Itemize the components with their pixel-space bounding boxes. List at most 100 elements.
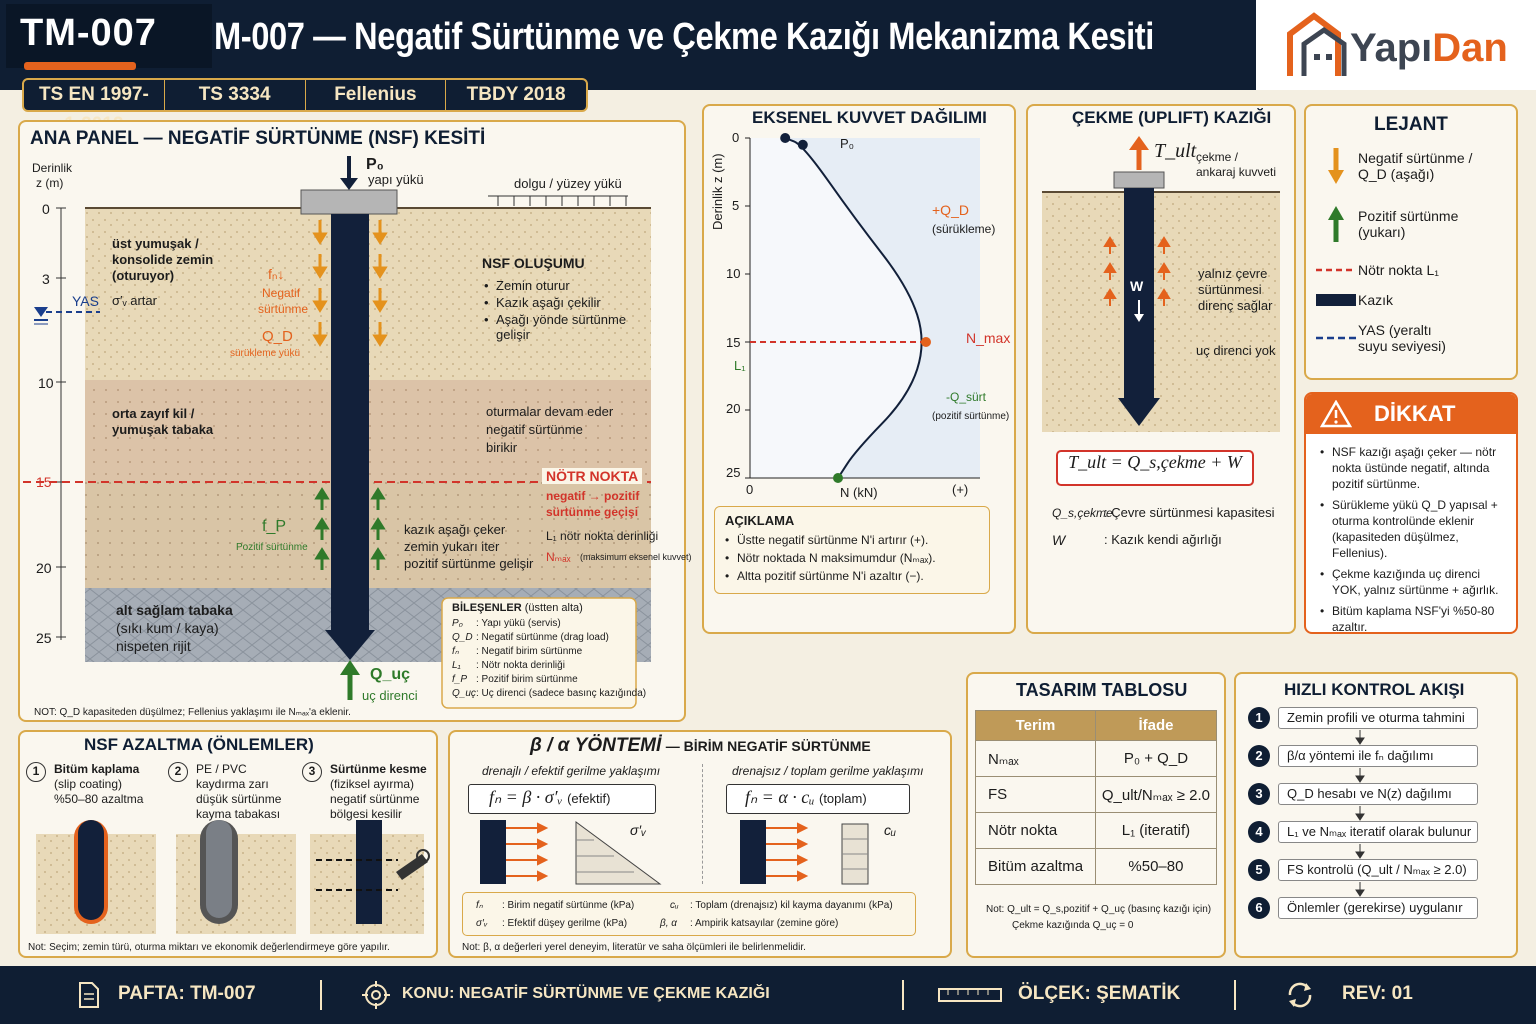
method-def-4-sym: β, α [660, 918, 677, 929]
building-logo-icon [1287, 12, 1347, 76]
mitigation-diagrams [36, 820, 430, 934]
component-symbol: P₀ [452, 618, 463, 629]
qd-sub: sürükleme yükü [230, 348, 301, 359]
tult-label: T_ult [1154, 140, 1197, 162]
target-icon [362, 981, 390, 1009]
method-right-sub: drenajsız / toplam gerilme yaklaşımı [732, 764, 924, 778]
mit3-l1: Sürtünme kesme [330, 762, 427, 776]
fp-sub: Pozitif sürtünme [236, 542, 308, 553]
uplift-def-1: : Çevre sürtünmesi kapasitesi [1104, 505, 1275, 520]
warning-item-4: Bitüm kaplama NSF'yi %50-80 azaltır. [1320, 603, 1508, 632]
design-header-term: Terim [975, 710, 1096, 741]
legend-title: LEJANT [1374, 114, 1448, 135]
pile-tip [325, 630, 375, 660]
blue-dash-icon [1316, 336, 1356, 340]
mit2-l3: düşük sürtünme [196, 792, 282, 806]
legend-neg-1: Negatif sürtünme / [1358, 150, 1473, 166]
p0-label: P₀ [366, 156, 384, 173]
nsf-title: NSF OLUŞUMU [482, 255, 585, 271]
nsf-list: Zemin oturur Kazık aşağı çekilir Aşağı y… [484, 278, 634, 344]
qd-label: Q_D [262, 328, 293, 345]
layer2-right-3: birikir [486, 440, 518, 455]
footer-rev: REV: 01 [1342, 983, 1413, 1004]
footer-divider-3 [1234, 980, 1236, 1010]
fn-sub-2: sürtünme [258, 302, 309, 316]
mitigation-title: NSF AZALTMA (ÖNLEMLER) [84, 735, 314, 754]
standard-1: TS EN 1997-1:2012 [24, 80, 165, 135]
method-formula-left: fₙ = β · σ′ᵥ (efektif) [468, 784, 656, 814]
nmax-label: Nₘₐₓ [546, 550, 571, 564]
legend-water-2: suyu seviyesi) [1358, 338, 1446, 354]
depth-tick-20: 20 [36, 560, 52, 576]
design-r4-expr: %50–80 [1094, 848, 1218, 885]
layer2-right-1: oturmalar devam eder [486, 404, 614, 419]
fn-label: fₙ↓ [268, 266, 285, 282]
axial-exp-1: Üstte negatif sürtünme N'i artırır (+). [725, 532, 979, 548]
warning-panel: DİKKAT NSF kazığı aşağı çeker — nötr nok… [1304, 392, 1518, 634]
component-desc: : Pozitif birim sürtünme [476, 674, 578, 685]
uplift-diagram [1042, 136, 1280, 432]
legend-water-1: YAS (yeraltı [1358, 322, 1432, 338]
layer3-line1: alt sağlam tabaka [116, 602, 233, 618]
component-desc: : Negatif birim sürtünme [476, 646, 583, 657]
axial-fill-area [750, 138, 922, 478]
uplift-text-3: direnç sağlar [1198, 298, 1273, 313]
point-bottom [833, 473, 843, 483]
warning-header: DİKKAT [1306, 394, 1516, 434]
red-dash-icon [1316, 268, 1356, 272]
axial-p0-label: P₀ [840, 136, 855, 151]
design-r2-expr: Q_ult/Nₘₐₓ ≥ 2.0 [1094, 776, 1218, 813]
layer1-line3: (oturuyor) [112, 268, 175, 283]
uplift-title: ÇEKME (UPLIFT) KAZIĞI [1072, 108, 1272, 127]
component-row: Q_uç: Uç direnci (sadece basınç kazığınd… [452, 687, 646, 701]
axial-l1-label: L₁ [734, 358, 746, 373]
components-title: BİLEŞENLER [452, 602, 522, 614]
sheet-code: TM-007 [6, 4, 212, 68]
axial-points [780, 133, 931, 483]
legend-panel [1304, 104, 1518, 380]
flow-step-1-num: 1 [1248, 707, 1270, 729]
axial-ytick-25: 25 [726, 465, 741, 480]
point-p0-b [797, 139, 808, 150]
design-header-expr: İfade [1094, 710, 1218, 741]
axial-qs-label: -Q_sürt [946, 390, 987, 404]
axial-title: EKSENEL KUVVET DAĞILIMI [752, 108, 987, 127]
revision-icon [1288, 982, 1312, 1008]
layer1-line1: üst yumuşak / [112, 236, 199, 251]
uplift-friction-arrows [1103, 236, 1171, 306]
design-r2-term: FS [975, 776, 1096, 813]
method-title: β / α YÖNTEMİ — BİRİM NEGATİF SÜRTÜNME [530, 735, 871, 757]
component-symbol: L₁ [452, 660, 461, 671]
method-formula-right: fₙ = α · cᵤ (toplam) [726, 784, 910, 814]
mitigation-num-1: 1 [26, 762, 46, 782]
weight-arrow-icon [1134, 300, 1144, 322]
pile-text-3: pozitif sürtünme gelişir [404, 556, 534, 571]
sigma-v-label: σ′ᵥ [630, 822, 647, 838]
axial-ylabel: Derinlik z (m) [710, 153, 725, 230]
method-title-a: β / α YÖNTEMİ [530, 735, 662, 756]
cu-label: cᵤ [884, 822, 896, 838]
axial-ytick-20: 20 [726, 401, 741, 416]
footer-divider-1 [320, 980, 322, 1010]
layer3-line3: nispeten rijit [116, 638, 191, 654]
axial-ytick-5: 5 [732, 198, 740, 213]
axial-qd-sub: (sürükleme) [932, 222, 996, 236]
logo-text: YapıDan [1350, 26, 1508, 71]
depth-label-1: Derinlik [32, 161, 73, 175]
footer-divider-2 [902, 980, 904, 1010]
components-box: BİLEŞENLER (üstten alta) P₀: Yapı yükü (… [452, 602, 646, 701]
legend-pos-2: (yukarı) [1358, 224, 1406, 240]
pile-bar-icon [1316, 294, 1356, 306]
main-note: NOT: Q_D kapasiteden düşülmez; Fellenius… [34, 707, 351, 718]
formula-left-tag: (efektif) [567, 791, 611, 806]
component-desc: : Uç direnci (sadece basınç kazığında) [476, 688, 647, 699]
axial-force-chart [745, 133, 980, 483]
component-row: P₀: Yapı yükü (servis) [452, 617, 632, 631]
flow-step-6-num: 6 [1248, 897, 1270, 919]
flow-step-2-num: 2 [1248, 745, 1270, 767]
